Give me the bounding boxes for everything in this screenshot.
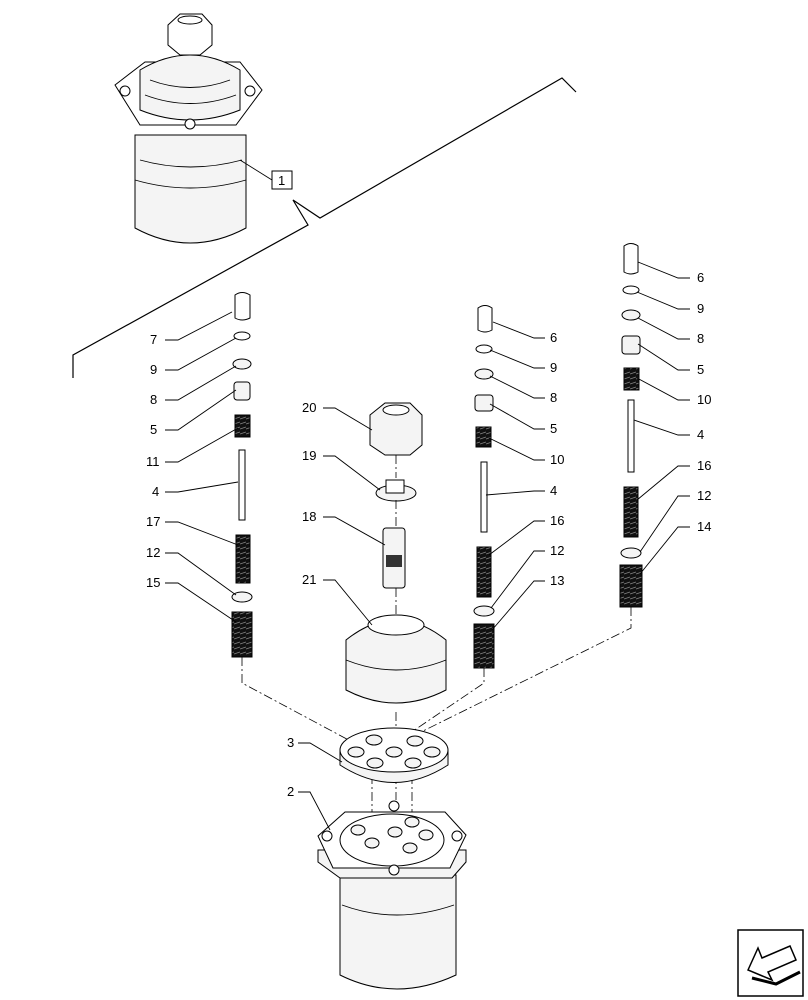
callout-4: 4 — [697, 427, 704, 442]
callout-17: 17 — [146, 514, 160, 529]
callout-20: 20 — [302, 400, 316, 415]
callout-7: 7 — [150, 332, 157, 347]
callout-13: 13 — [550, 573, 564, 588]
callout-6: 6 — [697, 270, 704, 285]
callout-9: 9 — [697, 301, 704, 316]
callout-8: 8 — [150, 392, 157, 407]
arrow-back-icon[interactable] — [737, 929, 804, 997]
callout-4: 4 — [152, 484, 159, 499]
callout-12: 12 — [146, 545, 160, 560]
left-stack — [231, 292, 253, 658]
callout-12: 12 — [697, 488, 711, 503]
reference-box-label: 1 — [278, 173, 285, 188]
housing-2 — [317, 800, 467, 990]
callout-16: 16 — [697, 458, 711, 473]
callout-5: 5 — [550, 421, 557, 436]
callout-12: 12 — [550, 543, 564, 558]
center-stack — [345, 402, 447, 704]
callout-16: 16 — [550, 513, 564, 528]
callout-5: 5 — [150, 422, 157, 437]
callout-18: 18 — [302, 509, 316, 524]
callout-3: 3 — [287, 735, 294, 750]
callout-9: 9 — [550, 360, 557, 375]
callout-8: 8 — [697, 331, 704, 346]
callout-labels: 7 9 8 5 11 4 17 12 15 20 19 18 21 6 9 8 … — [146, 270, 711, 799]
joystick-assembly — [114, 13, 263, 244]
callout-2: 2 — [287, 784, 294, 799]
plate-3 — [339, 727, 449, 783]
callout-15: 15 — [146, 575, 160, 590]
callout-21: 21 — [302, 572, 316, 587]
callout-19: 19 — [302, 448, 316, 463]
callout-10: 10 — [697, 392, 711, 407]
callout-5: 5 — [697, 362, 704, 377]
callout-14: 14 — [697, 519, 711, 534]
right-stack — [619, 243, 643, 608]
callout-6: 6 — [550, 330, 557, 345]
leader-lines — [165, 261, 690, 831]
assembly-centerlines — [241, 455, 632, 825]
callout-10: 10 — [550, 452, 564, 467]
reference-leader: 1 — [72, 77, 577, 378]
middle-right-stack — [473, 305, 495, 669]
callout-11: 11 — [146, 454, 160, 469]
callout-4: 4 — [550, 483, 557, 498]
callout-8: 8 — [550, 390, 557, 405]
callout-9: 9 — [150, 362, 157, 377]
